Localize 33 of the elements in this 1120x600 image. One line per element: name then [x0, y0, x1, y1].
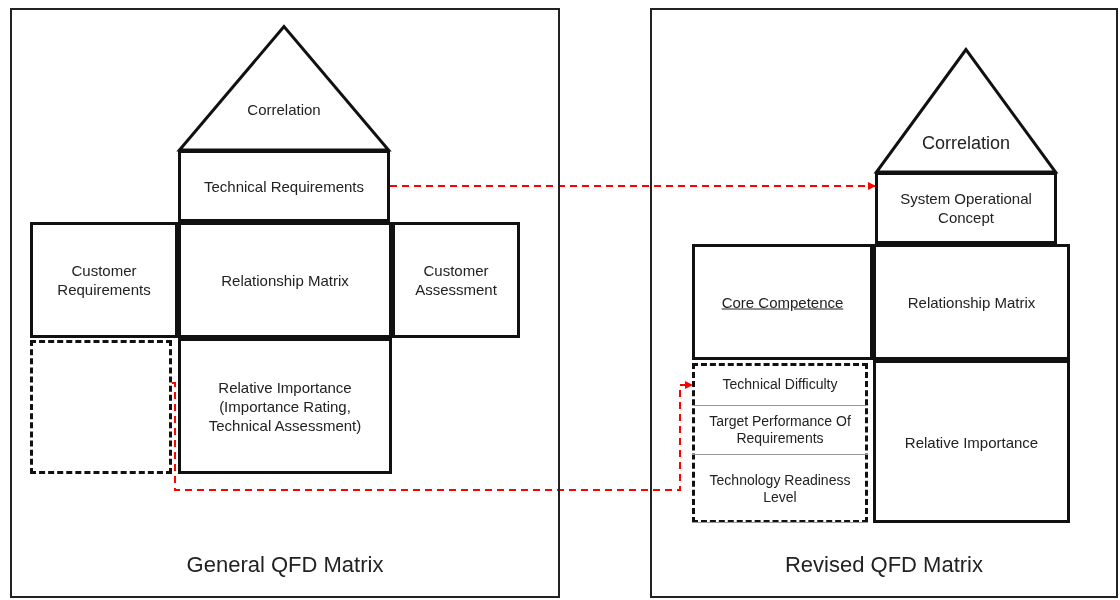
roof-triangle — [875, 48, 1057, 172]
concept-box — [875, 172, 1057, 244]
box-label: Relative Importance — [903, 432, 1040, 451]
box-label: Relationship Matrix — [906, 292, 1037, 312]
box-label: Customer Assessment — [414, 261, 498, 299]
matrix-box — [873, 244, 1070, 360]
requirements-box — [178, 150, 390, 222]
box-label: System Operational Concept — [899, 189, 1033, 227]
dashed-arrow — [171, 381, 693, 491]
matrix-box — [178, 222, 392, 338]
panel-caption: General QFD Matrix — [185, 552, 385, 578]
requirements-box — [30, 222, 178, 338]
empty-dashed-box — [30, 340, 172, 474]
box-label: Technical Difficulty — [721, 375, 839, 393]
general-qfd-panel — [10, 8, 560, 598]
box-label: Correlation — [246, 100, 322, 119]
box-label: Correlation — [920, 134, 1011, 153]
box-label: Technology Readiness Level — [708, 471, 852, 506]
box-label: Customer Requirements — [56, 261, 152, 299]
box-label: Relative Importance (Importance Rating, Technical Assessment) — [207, 377, 363, 435]
revised-qfd-panel — [650, 8, 1118, 598]
competence-box — [692, 244, 873, 360]
dashed-group-box — [692, 363, 868, 523]
dashed-arrow — [389, 182, 876, 190]
box-label: Target Performance Of Requirements — [708, 413, 852, 447]
importance-box — [178, 338, 392, 474]
importance-box — [873, 360, 1070, 523]
box-label: Core Competence — [720, 292, 845, 312]
roof-triangle — [178, 25, 390, 150]
assessment-box — [392, 222, 520, 338]
box-label: Relationship Matrix — [220, 270, 350, 290]
box-label: Technical Requirements — [202, 176, 366, 196]
panel-caption: Revised QFD Matrix — [783, 552, 984, 578]
